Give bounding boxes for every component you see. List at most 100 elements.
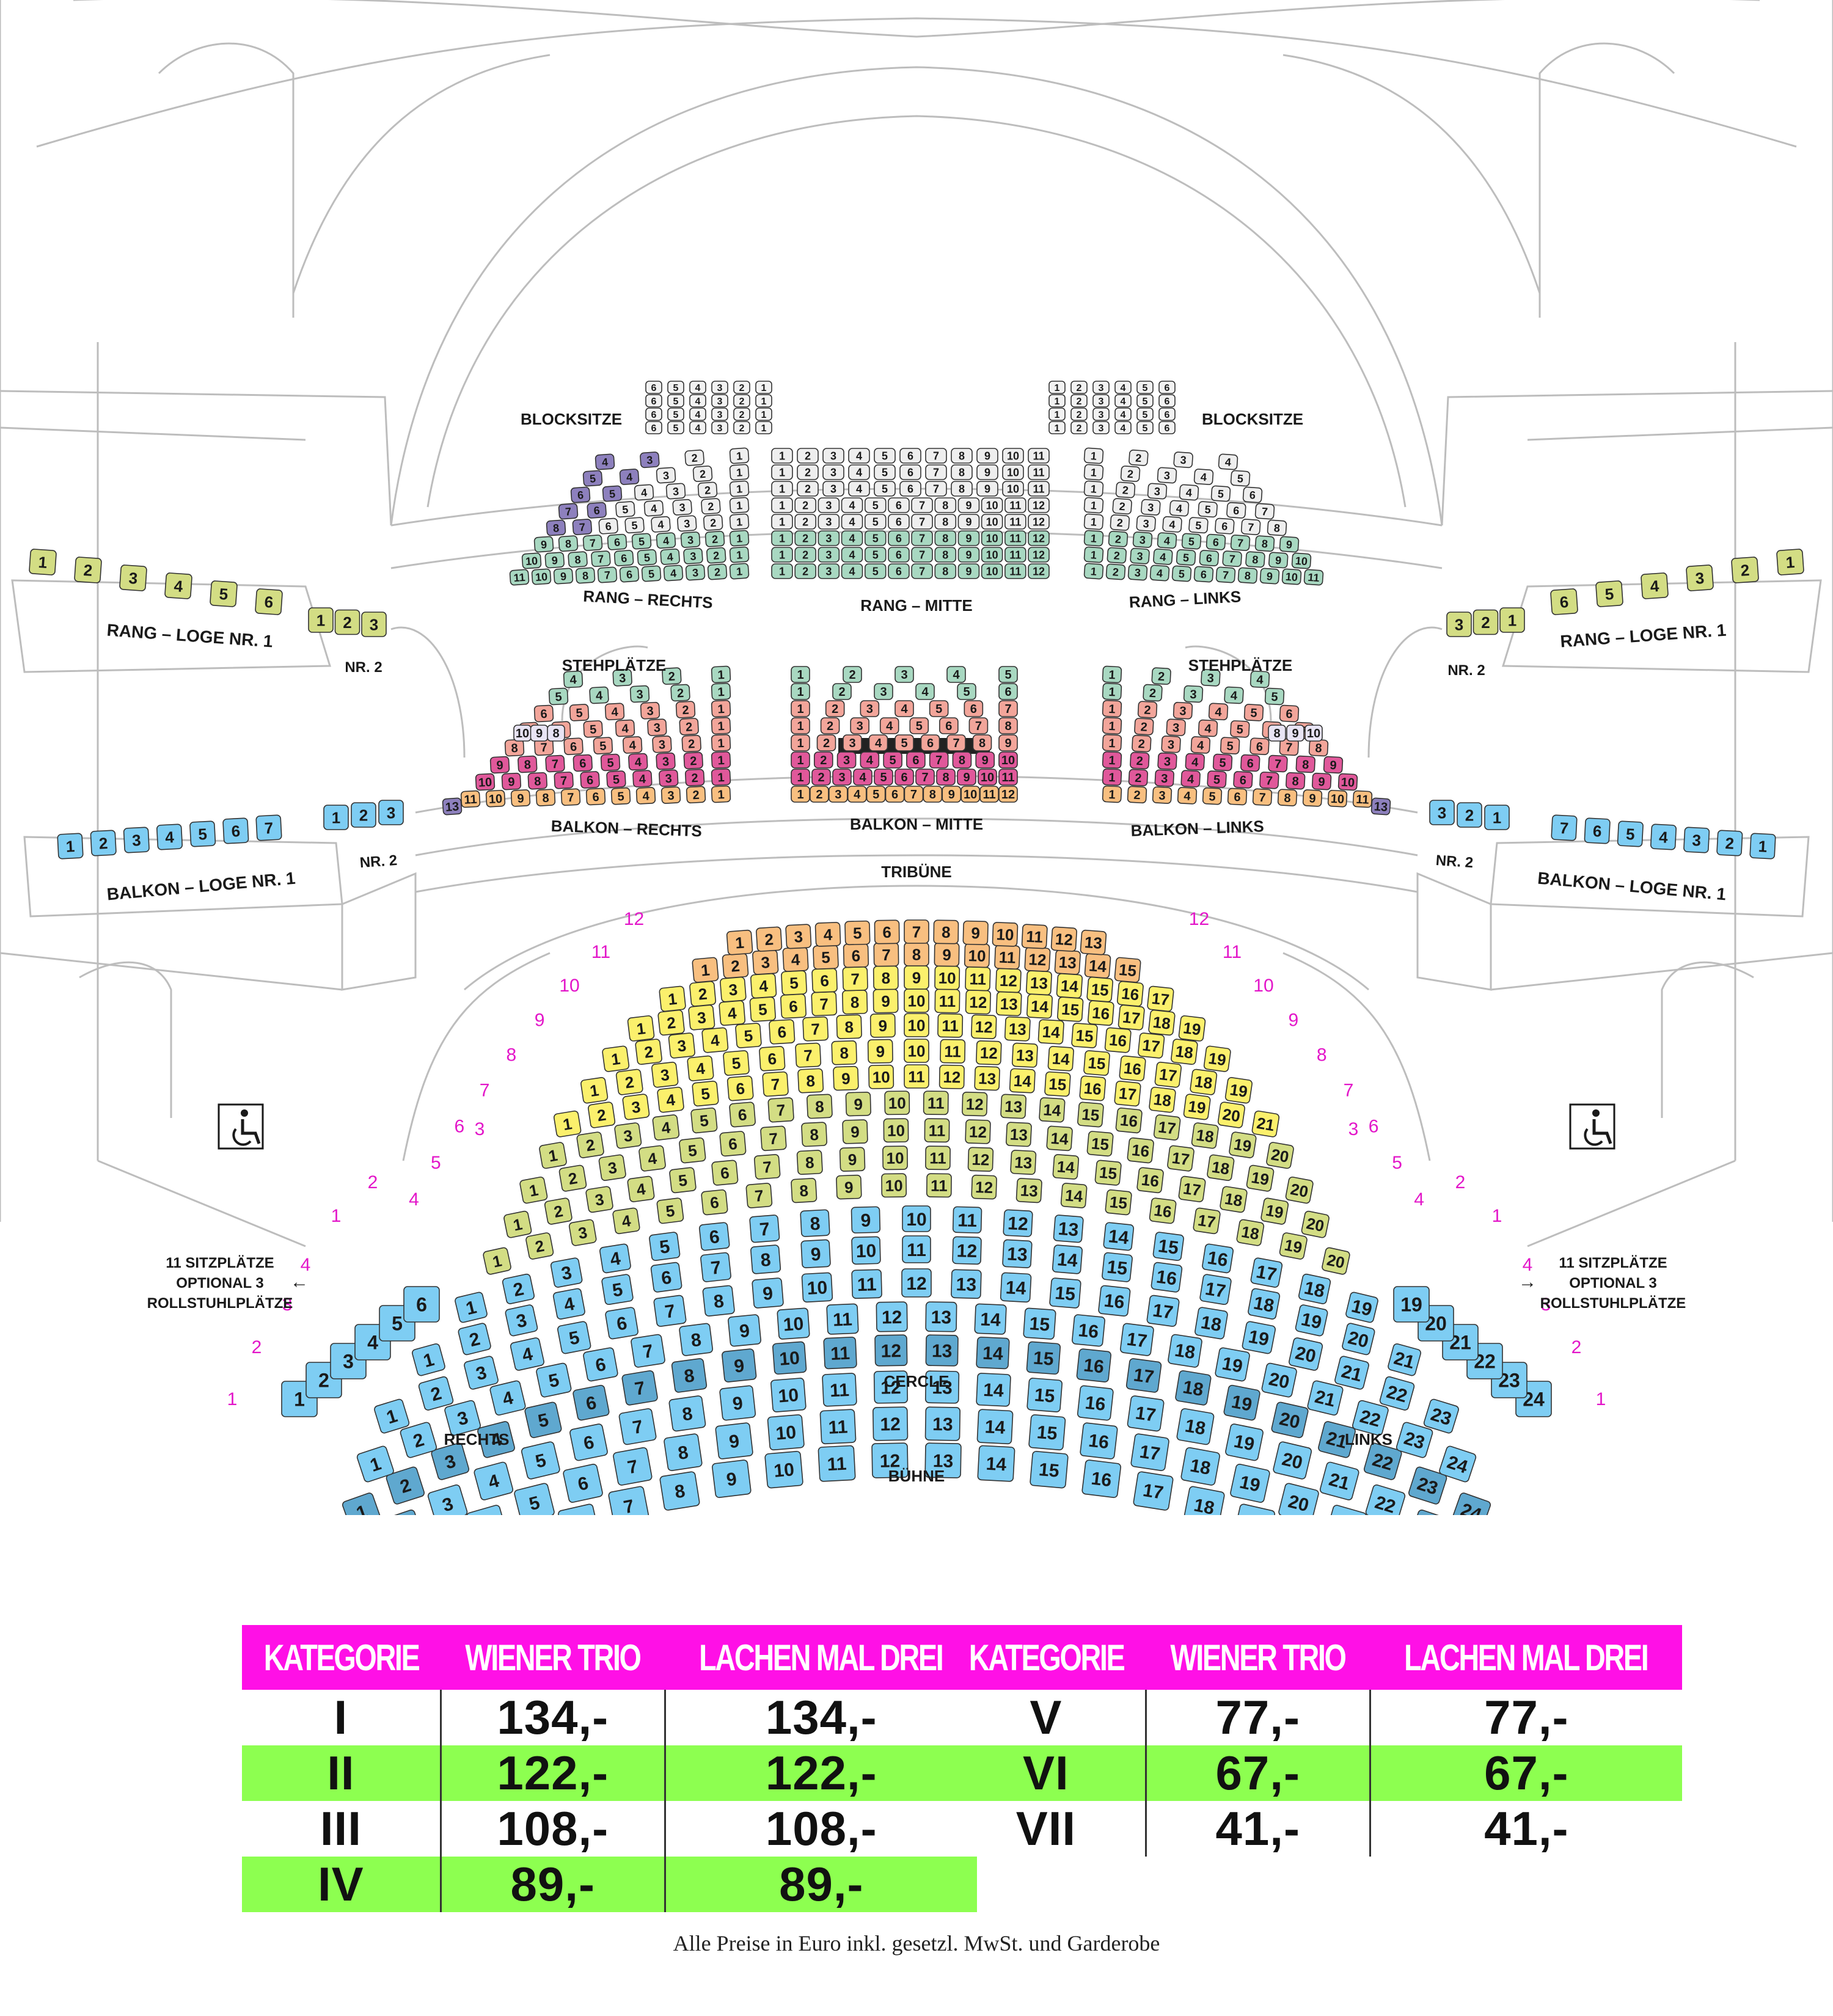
seat[interactable]: 18 xyxy=(1195,1307,1228,1340)
seat[interactable]: 12 xyxy=(971,1174,997,1200)
seat[interactable]: 2 xyxy=(679,718,699,736)
seat[interactable]: 2 xyxy=(502,1273,535,1305)
seat[interactable]: 6 xyxy=(1206,533,1226,550)
seat[interactable]: 17 xyxy=(1118,1004,1145,1031)
seat[interactable]: 6 xyxy=(583,1347,618,1382)
seat[interactable]: 12 xyxy=(901,1268,932,1298)
seat[interactable]: 5 xyxy=(1212,753,1233,772)
seat[interactable]: 6 xyxy=(403,1286,440,1323)
seat[interactable]: 14 xyxy=(1047,1046,1074,1072)
seat[interactable]: 20 xyxy=(1271,1401,1309,1439)
seat[interactable]: 3 xyxy=(614,1122,642,1149)
seat[interactable]: 8 xyxy=(664,1433,703,1472)
seat[interactable]: 24 xyxy=(1451,1492,1491,1515)
seat[interactable]: 9 xyxy=(752,1277,784,1309)
seat[interactable]: 15 xyxy=(1094,1160,1122,1186)
seat[interactable]: 2 xyxy=(635,1039,662,1065)
seat[interactable]: 2 xyxy=(1473,609,1499,635)
seat[interactable]: 6 xyxy=(570,486,591,503)
seat[interactable]: 4 xyxy=(643,500,664,517)
seat[interactable]: 3 xyxy=(711,394,728,407)
seat[interactable]: 9 xyxy=(869,1013,896,1038)
seat[interactable]: 9 xyxy=(976,481,998,497)
seat[interactable]: 20 xyxy=(1261,1362,1297,1398)
seat[interactable]: 21 xyxy=(1318,1421,1356,1458)
seat[interactable]: 2 xyxy=(681,734,701,753)
seat[interactable]: 16 xyxy=(1087,1000,1114,1026)
seat[interactable]: 2 xyxy=(74,557,102,583)
seat[interactable]: 5 xyxy=(1188,517,1209,534)
seat[interactable]: 5 xyxy=(583,720,603,738)
seat[interactable]: 4 xyxy=(841,497,863,513)
seat[interactable]: 12 xyxy=(952,1236,982,1265)
seat[interactable]: 14 xyxy=(1009,1068,1036,1094)
seat[interactable]: 10 xyxy=(764,1450,803,1489)
seat[interactable]: 2 xyxy=(1107,547,1127,564)
seat[interactable]: 22 xyxy=(1363,1442,1402,1480)
seat[interactable]: 12 xyxy=(873,1370,909,1404)
seat[interactable]: 9 xyxy=(976,464,998,480)
seat[interactable]: 9 xyxy=(530,725,549,742)
seat[interactable]: 13 xyxy=(925,1334,959,1367)
seat[interactable]: 9 xyxy=(489,756,510,774)
seat[interactable]: 1 xyxy=(1083,480,1104,497)
seat[interactable]: 8 xyxy=(951,464,973,480)
seat[interactable]: 6 xyxy=(1193,566,1214,583)
seat[interactable]: 1 xyxy=(1048,421,1066,434)
seat[interactable]: 1 xyxy=(602,1045,630,1072)
seat[interactable]: 3 xyxy=(622,1094,650,1120)
seat[interactable]: 3 xyxy=(665,483,686,500)
seat[interactable]: 10 xyxy=(777,1307,810,1340)
seat[interactable]: 2 xyxy=(670,684,690,702)
seat[interactable]: 4 xyxy=(1198,719,1218,737)
seat[interactable]: 1 xyxy=(771,563,793,579)
seat[interactable]: 9 xyxy=(904,965,929,990)
seat[interactable]: 9 xyxy=(976,448,998,464)
seat[interactable]: 6 xyxy=(557,1503,600,1515)
seat[interactable]: 1 xyxy=(553,1110,582,1138)
seat[interactable]: 5 xyxy=(735,1023,762,1048)
seat[interactable]: 5 xyxy=(649,1232,681,1262)
seat[interactable]: 8 xyxy=(679,1323,714,1356)
seat[interactable]: 8 xyxy=(934,497,957,513)
seat[interactable]: 8 xyxy=(934,547,957,563)
seat[interactable]: 1 xyxy=(1048,381,1066,394)
seat[interactable]: 6 xyxy=(895,769,914,786)
seat[interactable]: 5 xyxy=(210,580,238,607)
seat[interactable]: 14 xyxy=(976,1409,1014,1445)
seat[interactable]: 7 xyxy=(925,448,947,464)
seat[interactable]: 6 xyxy=(569,1423,608,1461)
seat[interactable]: 21 xyxy=(1334,1356,1370,1390)
seat[interactable]: 5 xyxy=(864,530,887,546)
seat[interactable]: 1 xyxy=(791,769,810,786)
seat[interactable]: 1 xyxy=(1499,607,1525,633)
seat[interactable]: 14 xyxy=(976,1373,1011,1407)
seat[interactable]: 12 xyxy=(967,1147,994,1172)
seat[interactable]: 6 xyxy=(964,700,984,717)
seat[interactable]: 2 xyxy=(1112,498,1132,515)
seat[interactable]: 4 xyxy=(841,530,863,546)
seat[interactable]: 2 xyxy=(351,802,376,828)
seat[interactable]: 2 xyxy=(400,1422,437,1458)
seat[interactable]: 1 xyxy=(729,546,750,563)
seat[interactable]: 3 xyxy=(720,976,747,1003)
seat[interactable]: 11 xyxy=(818,1445,856,1482)
seat[interactable]: 4 xyxy=(847,786,867,803)
seat[interactable]: 16 xyxy=(1072,1314,1105,1347)
seat[interactable]: 5 xyxy=(813,944,839,970)
seat[interactable]: 9 xyxy=(544,552,565,569)
seat[interactable]: 2 xyxy=(701,498,721,515)
seat[interactable]: 14 xyxy=(1000,1272,1032,1303)
seat[interactable]: 4 xyxy=(595,453,615,470)
seat[interactable]: 6 xyxy=(780,993,807,1019)
seat[interactable]: 10 xyxy=(884,1090,910,1116)
seat[interactable]: 2 xyxy=(544,1197,573,1225)
seat[interactable]: 13 xyxy=(924,1370,960,1404)
seat[interactable]: 6 xyxy=(920,734,940,751)
seat[interactable]: 5 xyxy=(593,737,613,754)
seat[interactable]: 2 xyxy=(1110,514,1130,531)
seat[interactable]: 5 xyxy=(1198,501,1218,518)
seat[interactable]: 9 xyxy=(957,547,980,563)
seat[interactable]: 10 xyxy=(883,1118,909,1143)
seat[interactable]: 7 xyxy=(1240,519,1261,535)
